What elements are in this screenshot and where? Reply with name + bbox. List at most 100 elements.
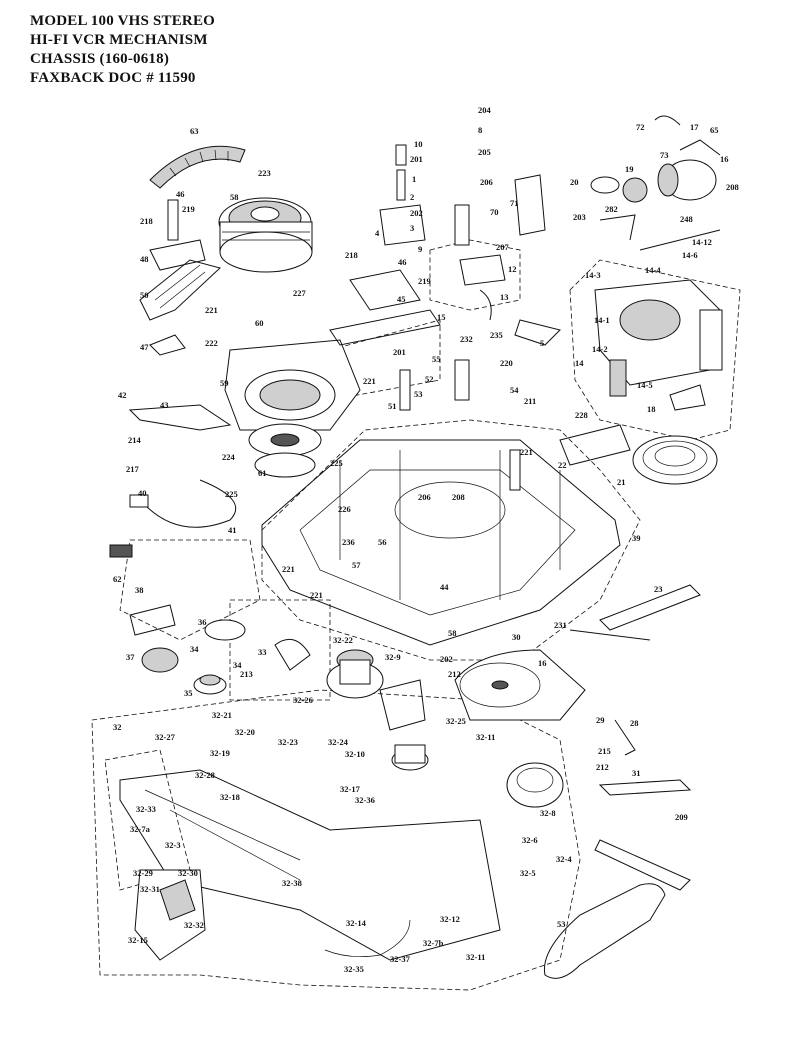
label-32-37: 32-37 [390, 954, 411, 964]
label-42: 42 [118, 390, 127, 400]
label-32-17: 32-17 [340, 784, 361, 794]
label-13: 13 [500, 292, 509, 302]
label-53b: 53 [557, 919, 566, 929]
label-32-14: 32-14 [346, 918, 367, 928]
label-33: 33 [258, 647, 267, 657]
label-53a: 53 [414, 389, 423, 399]
label-219b: 219 [418, 276, 431, 286]
label-231: 231 [554, 620, 567, 630]
label-32-8: 32-8 [540, 808, 556, 818]
label-43: 43 [160, 400, 169, 410]
label-212a: 212 [448, 669, 461, 679]
label-32-32: 32-32 [184, 920, 204, 930]
label-14-4: 14-4 [645, 265, 661, 275]
label-70: 70 [490, 207, 499, 217]
label-19: 19 [625, 164, 634, 174]
label-32-12: 32-12 [440, 914, 460, 924]
label-37: 37 [126, 652, 135, 662]
label-55: 55 [432, 354, 441, 364]
label-248: 248 [680, 214, 693, 224]
label-206b: 206 [418, 492, 431, 502]
label-46b: 46 [398, 257, 407, 267]
label-221b: 221 [363, 376, 376, 386]
label-32-11a: 32-11 [476, 732, 495, 742]
label-58: 58 [230, 192, 239, 202]
label-34b: 34 [233, 660, 242, 670]
header-model-line: MODEL 100 VHS STEREO [30, 13, 216, 29]
label-71: 71 [510, 198, 519, 208]
label-28: 28 [630, 718, 639, 728]
header-mechanism-line: HI-FI VCR MECHANISM [30, 32, 208, 48]
label-62: 62 [113, 574, 122, 584]
idler-group [129, 604, 311, 695]
label-65: 65 [710, 125, 719, 135]
label-39: 39 [632, 533, 641, 543]
label-215: 215 [598, 746, 611, 756]
label-32-10: 32-10 [345, 749, 365, 759]
label-226: 226 [338, 504, 351, 514]
label-52: 52 [425, 374, 434, 384]
label-204: 204 [478, 105, 492, 115]
label-14: 14 [575, 358, 584, 368]
label-218b: 218 [345, 250, 358, 260]
label-9: 9 [418, 244, 422, 254]
label-221d: 221 [282, 564, 295, 574]
label-32-19: 32-19 [210, 748, 230, 758]
label-14-1: 14-1 [594, 315, 610, 325]
label-32-24: 32-24 [328, 737, 349, 747]
label-221e: 221 [310, 590, 323, 600]
label-213: 213 [240, 669, 253, 679]
label-63: 63 [190, 126, 199, 136]
label-34a: 34 [190, 644, 199, 654]
label-61: 61 [258, 468, 267, 478]
label-73: 73 [660, 150, 669, 160]
label-212b: 212 [596, 762, 609, 772]
label-32-38: 32-38 [282, 878, 302, 888]
label-219a: 219 [182, 204, 195, 214]
label-48: 48 [140, 254, 149, 264]
part-labels: 63 223 58 46 219 218 48 50 221 227 60 47… [113, 105, 739, 974]
label-14-3: 14-3 [585, 270, 601, 280]
label-227: 227 [293, 288, 307, 298]
label-32-18: 32-18 [220, 792, 240, 802]
label-41: 41 [228, 525, 237, 535]
label-60: 60 [255, 318, 264, 328]
label-59: 59 [220, 378, 229, 388]
label-56: 56 [378, 537, 387, 547]
label-23: 23 [654, 584, 663, 594]
label-32-30: 32-30 [178, 868, 198, 878]
label-228: 228 [575, 410, 588, 420]
label-201a: 201 [410, 154, 423, 164]
label-202a: 202 [410, 208, 423, 218]
label-32-33: 32-33 [136, 804, 156, 814]
label-32-3: 32-3 [165, 840, 181, 850]
label-29: 29 [596, 715, 605, 725]
header-chassis-line: CHASSIS (160-0618) [30, 51, 170, 67]
label-14-6: 14-6 [682, 250, 698, 260]
label-22: 22 [558, 460, 567, 470]
label-12: 12 [508, 264, 517, 274]
label-14-5: 14-5 [637, 380, 653, 390]
label-57: 57 [352, 560, 361, 570]
label-15: 15 [437, 312, 446, 322]
label-201b: 201 [393, 347, 406, 357]
label-16a: 16 [720, 154, 729, 164]
label-222a: 222 [205, 338, 218, 348]
label-205: 205 [478, 147, 491, 157]
header-faxback-line: FAXBACK DOC # 11590 [30, 70, 196, 86]
label-32-7b: 32-7b [423, 938, 444, 948]
label-202b: 202 [440, 654, 453, 664]
label-32-20: 32-20 [235, 727, 255, 737]
label-282: 282 [605, 204, 618, 214]
diagram-header: MODEL 100 VHS STEREO HI-FI VCR MECHANISM… [30, 12, 215, 88]
label-32-5: 32-5 [520, 868, 536, 878]
label-208a: 208 [726, 182, 739, 192]
label-20: 20 [570, 177, 579, 187]
loading-motor-group [590, 115, 723, 411]
label-32-21: 32-21 [212, 710, 232, 720]
label-221a: 221 [205, 305, 218, 315]
label-32-7a: 32-7a [130, 824, 151, 834]
label-32-26: 32-26 [293, 695, 313, 705]
label-32-29: 32-29 [133, 868, 153, 878]
